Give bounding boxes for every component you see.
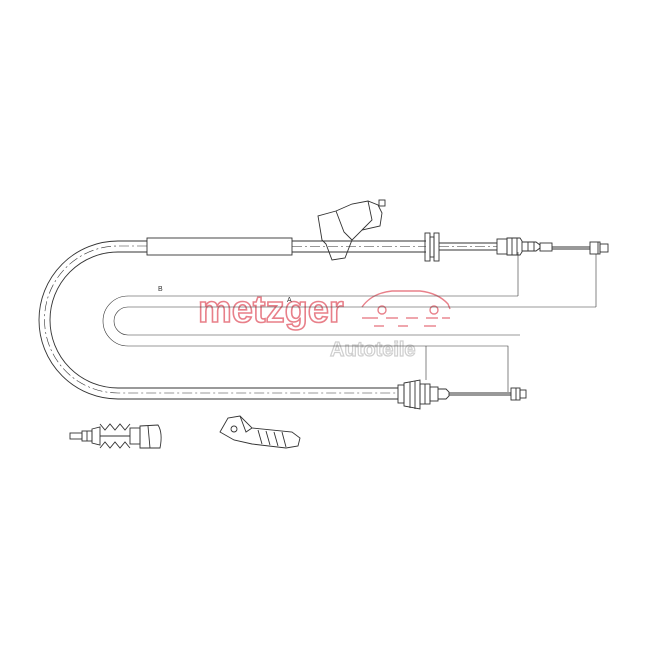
upper-wire-end: [552, 241, 609, 255]
metzger-watermark: metzger Autoteile: [197, 288, 451, 362]
watermark-brand: metzger: [198, 289, 344, 331]
main-cable-upper-run: [38, 240, 398, 400]
dimension-label-a: A: [287, 297, 292, 304]
watermark-tagline: Autoteile: [330, 339, 416, 361]
upper-grommet: [424, 232, 440, 262]
lower-grommet: [397, 379, 450, 410]
upper-inner-cable: [439, 242, 497, 251]
detail-threaded-end: [69, 423, 162, 449]
mounting-bracket: [317, 199, 386, 261]
upper-cable-segment: [292, 240, 426, 253]
watermark-car-icon: [361, 290, 451, 327]
upper-end-fitting: [496, 237, 553, 256]
dimension-label-b: B: [158, 286, 163, 293]
detail-bracket-clip: [219, 415, 301, 449]
lower-wire-end: [449, 387, 527, 401]
dimension-a: [102, 252, 597, 392]
cable-sleeve: [146, 237, 293, 256]
